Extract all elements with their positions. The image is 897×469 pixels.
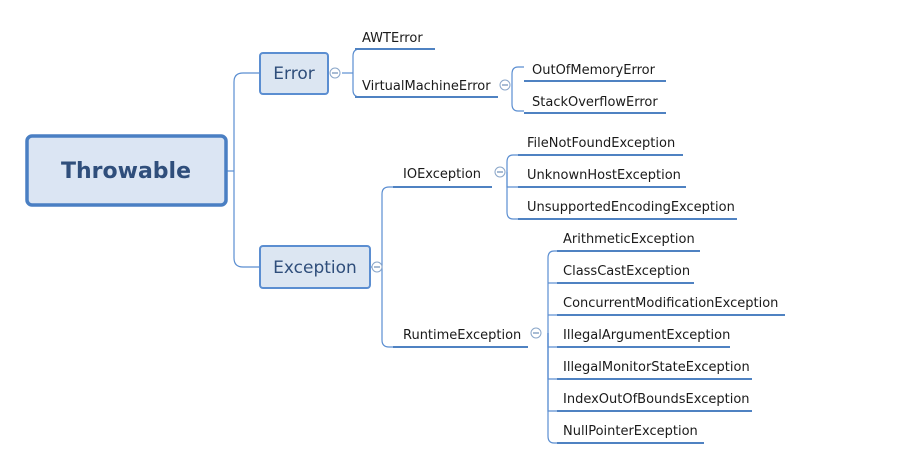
vm-child-stackoverflowerror[interactable]: StackOverflowError (524, 95, 666, 114)
node-label: FileNotFoundException (527, 136, 675, 151)
runtime-child-classcastexception[interactable]: ClassCastException (557, 264, 694, 284)
error-child-virtualmachineerror[interactable]: VirtualMachineError (355, 79, 498, 98)
node-label: ArithmeticException (563, 232, 695, 247)
runtime-child-illegalmonitorstateexception[interactable]: IllegalMonitorStateException (557, 360, 752, 380)
exception-node[interactable]: Exception (259, 245, 371, 289)
node-label: UnsupportedEncodingException (527, 200, 735, 215)
node-label: IllegalMonitorStateException (563, 360, 750, 375)
virtualmachineerror-collapse-toggle[interactable] (499, 79, 511, 91)
runtime-child-illegalargumentexception[interactable]: IllegalArgumentException (557, 328, 730, 348)
runtime-child-concurrentmodificationexception[interactable]: ConcurrentModificationException (557, 296, 785, 316)
node-label: NullPointerException (563, 424, 698, 439)
node-label: IllegalArgumentException (563, 328, 730, 343)
root-node[interactable]: Throwable (25, 134, 228, 207)
exception-label: Exception (273, 258, 357, 278)
node-label: IndexOutOfBoundsException (563, 392, 750, 407)
error-label: Error (273, 64, 314, 84)
node-label: OutOfMemoryError (532, 63, 656, 78)
runtime-child-indexoutofboundsexception[interactable]: IndexOutOfBoundsException (557, 392, 752, 412)
runtime-child-arithmeticexception[interactable]: ArithmeticException (557, 232, 700, 252)
root-label: Throwable (61, 159, 191, 184)
io-child-unknownhostexception[interactable]: UnknownHostException (518, 168, 686, 188)
io-child-unsupportedencodingexception[interactable]: UnsupportedEncodingException (518, 200, 737, 220)
node-label: ClassCastException (563, 264, 690, 279)
exception-child-runtimeexception[interactable]: RuntimeException (393, 328, 528, 348)
runtimeexception-collapse-toggle[interactable] (530, 327, 542, 339)
connector-lines (227, 48, 557, 444)
error-node[interactable]: Error (259, 52, 329, 95)
node-label: ConcurrentModificationException (563, 296, 778, 311)
exception-collapse-toggle[interactable] (371, 261, 383, 273)
exception-child-ioexception[interactable]: IOException (393, 167, 492, 188)
node-label: RuntimeException (403, 328, 521, 343)
io-child-filenotfoundexception[interactable]: FileNotFoundException (518, 136, 683, 156)
runtime-child-nullpointerexception[interactable]: NullPointerException (557, 424, 704, 444)
error-child-awterror[interactable]: AWTError (355, 31, 435, 50)
ioexception-collapse-toggle[interactable] (494, 166, 506, 178)
error-collapse-toggle[interactable] (329, 67, 341, 79)
node-label: VirtualMachineError (362, 79, 491, 94)
node-label: AWTError (362, 31, 423, 46)
node-label: UnknownHostException (527, 168, 681, 183)
node-label: StackOverflowError (532, 95, 658, 110)
vm-child-outofmemoryerror[interactable]: OutOfMemoryError (524, 63, 666, 82)
node-label: IOException (403, 167, 481, 182)
